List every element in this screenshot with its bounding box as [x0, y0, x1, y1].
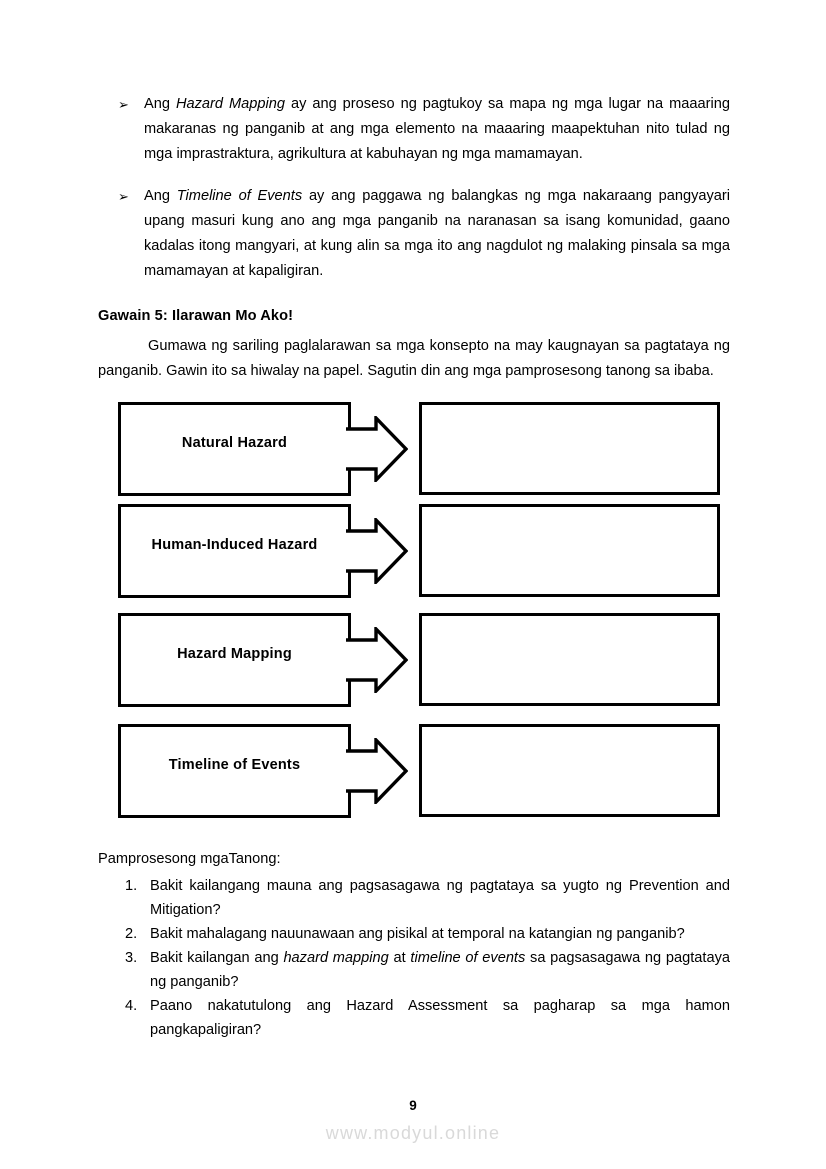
question-number: 4. — [125, 998, 138, 1014]
concept-box-natural-hazard: Natural Hazard — [118, 402, 351, 496]
question-item-3: 3. Bakit kailangan ang hazard mapping at… — [98, 946, 730, 994]
concept-diagram: Natural Hazard Human-Induced Hazard — [98, 402, 730, 826]
answer-box-hazard-mapping[interactable] — [419, 613, 720, 706]
instruction-paragraph: Gumawa ng sariling paglalarawan sa mga k… — [98, 334, 730, 384]
definition-bullet-list: ➢ Ang Hazard Mapping ay ang proseso ng p… — [98, 92, 730, 284]
questions-title: Pamprosesong mgaTanong: — [98, 851, 281, 867]
bullet-text-emphasis: Timeline of Events — [176, 188, 303, 204]
question-text-mid: at — [388, 950, 411, 966]
concept-box-timeline-of-events: Timeline of Events — [118, 724, 351, 818]
bullet-text-pre: Ang — [144, 188, 177, 204]
diagram-row-human-induced-hazard: Human-Induced Hazard — [98, 504, 730, 598]
concept-label: Natural Hazard — [181, 435, 288, 451]
concept-label: Hazard Mapping — [177, 646, 292, 662]
page-number: 9 — [409, 1098, 417, 1113]
question-text: Bakit mahalagang nauunawaan ang pisikal … — [150, 926, 685, 942]
diagram-row-hazard-mapping: Hazard Mapping — [98, 613, 730, 707]
concept-box-human-induced-hazard: Human-Induced Hazard — [118, 504, 351, 598]
bullet-item-timeline-of-events: ➢ Ang Timeline of Events ay ang paggawa … — [98, 184, 730, 284]
question-text-post: sa pagsasagawa ng pagtataya ng panganib? — [150, 950, 730, 990]
question-number: 1. — [125, 878, 138, 894]
concept-label: Timeline of Events — [168, 757, 301, 773]
question-text: Bakit kailangang mauna ang pagsasagawa n… — [150, 878, 730, 918]
watermark: www.modyul.online — [325, 1123, 501, 1143]
question-text-emphasis: hazard mapping — [283, 950, 389, 966]
answer-box-human-induced-hazard[interactable] — [419, 504, 720, 597]
block-arrow-icon — [346, 416, 408, 482]
questions-list: 1. Bakit kailangang mauna ang pagsasagaw… — [98, 874, 730, 1042]
section-heading: Gawain 5: Ilarawan Mo Ako! — [98, 308, 294, 324]
bullet-text-post: ay ang proseso ng pagtukoy sa mapa ng mg… — [144, 96, 730, 162]
concept-label: Human-Induced Hazard — [151, 537, 318, 553]
question-text-pre: Bakit kailangan ang — [150, 950, 284, 966]
bullet-text-post: ay ang paggawa ng balangkas ng mga nakar… — [144, 188, 730, 279]
answer-box-timeline-of-events[interactable] — [419, 724, 720, 817]
instruction-text: Gumawa ng sariling paglalarawan sa mga k… — [98, 338, 730, 379]
answer-box-natural-hazard[interactable] — [419, 402, 720, 495]
diagram-row-timeline-of-events: Timeline of Events — [98, 724, 730, 818]
question-number: 2. — [125, 926, 138, 942]
bullet-text-emphasis: Hazard Mapping — [175, 96, 285, 112]
question-text: Paano nakatutulong ang Hazard Assessment… — [150, 998, 730, 1038]
block-arrow-icon — [346, 627, 408, 693]
concept-box-hazard-mapping: Hazard Mapping — [118, 613, 351, 707]
block-arrow-icon — [346, 738, 408, 804]
bullet-text-pre: Ang — [144, 96, 176, 112]
question-text-emphasis-2: timeline of events — [410, 950, 526, 966]
block-arrow-icon — [346, 518, 408, 584]
bullet-item-hazard-mapping: ➢ Ang Hazard Mapping ay ang proseso ng p… — [98, 92, 730, 167]
question-item-4: 4. Paano nakatutulong ang Hazard Assessm… — [98, 994, 730, 1042]
arrow-bullet-icon: ➢ — [118, 97, 129, 112]
question-item-2: 2. Bakit mahalagang nauunawaan ang pisik… — [98, 922, 730, 946]
page-content: ➢ Ang Hazard Mapping ay ang proseso ng p… — [98, 92, 730, 1042]
question-item-1: 1. Bakit kailangang mauna ang pagsasagaw… — [98, 874, 730, 922]
diagram-row-natural-hazard: Natural Hazard — [98, 402, 730, 496]
arrow-bullet-icon: ➢ — [118, 189, 129, 204]
question-number: 3. — [125, 950, 138, 966]
